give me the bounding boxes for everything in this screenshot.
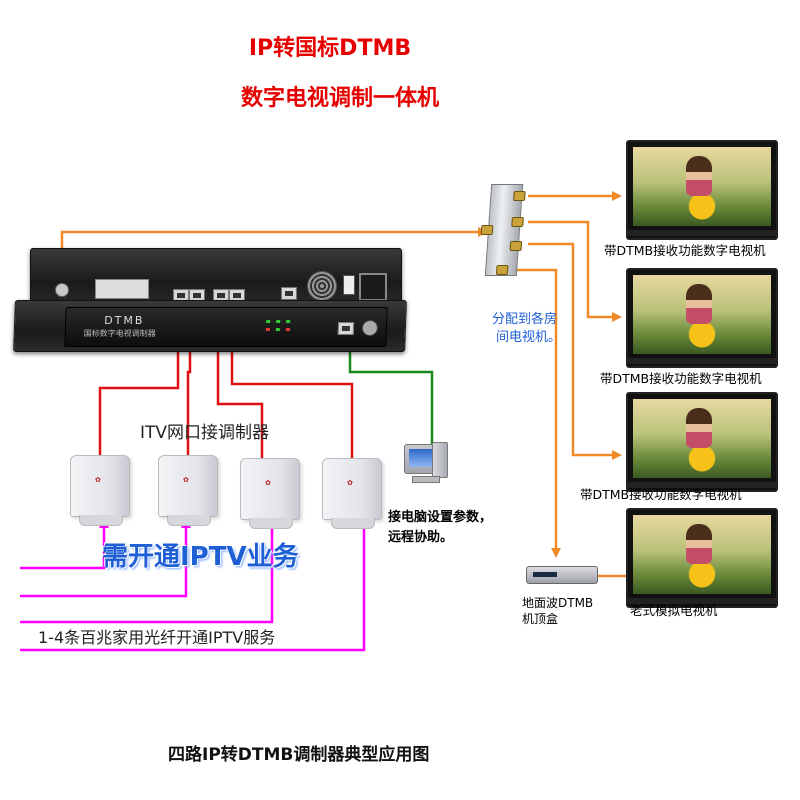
- digital-tv-1: [626, 140, 778, 240]
- tv-base: [628, 482, 776, 488]
- pc-tower-icon: [432, 442, 448, 478]
- tv1-label: 带DTMB接收功能数字电视机: [604, 243, 766, 258]
- iptv-router-1: ✿: [70, 455, 130, 526]
- rf-cable-stb-arrowhead: [551, 548, 561, 558]
- rf-splitter: [480, 184, 526, 276]
- rf-cable-tv2-arrowhead: [612, 312, 622, 322]
- rf-cable-splitter-to-tv2: [528, 220, 612, 319]
- status-led: [286, 320, 291, 323]
- splitter-output-connector: [513, 191, 526, 201]
- status-led: [276, 320, 281, 323]
- power-switch-icon: [343, 275, 355, 295]
- iptv-router-3: ✿: [240, 458, 300, 529]
- tv-base: [628, 358, 776, 364]
- router-stand: [331, 518, 375, 529]
- diagram-title-line1: IP转国标DTMB: [248, 36, 412, 61]
- management-port: [281, 287, 297, 300]
- splitter-input-connector: [480, 225, 494, 235]
- modulator-front-unit: DTMB 国标数字电视调制器: [13, 300, 407, 352]
- splitter-label-line1: 分配到各房: [492, 312, 558, 327]
- brand-logo-icon: ✿: [183, 476, 189, 484]
- tv4-label: 老式模拟电视机: [630, 603, 718, 618]
- modulator-rear-panel: [30, 248, 402, 306]
- diagram-caption: 四路IP转DTMB调制器典型应用图: [168, 745, 430, 765]
- analog-tv: [626, 508, 778, 608]
- fan-icon: [307, 271, 337, 301]
- splitter-output-connector: [495, 265, 509, 275]
- pc-cable: [348, 336, 434, 444]
- lan-port-3: [213, 289, 229, 302]
- fiber-line-3: [20, 525, 274, 624]
- lan-port-label: ITV网口接调制器: [140, 423, 270, 443]
- splitter-output-connector: [511, 217, 524, 227]
- fiber-line-4: [20, 525, 366, 652]
- stb-label-line1: 地面波DTMB: [522, 596, 594, 610]
- dtmb-set-top-box-icon: [526, 566, 598, 584]
- tv3-label: 带DTMB接收功能数字电视机: [580, 487, 742, 502]
- fiber-line-1: [20, 525, 106, 570]
- power-socket-icon: [359, 273, 387, 301]
- rf-cable-splitter-to-stb: [506, 268, 558, 548]
- pc-label-line2: 远程协助。: [388, 530, 454, 545]
- tv-picture-girl-icon: [686, 408, 712, 448]
- fiber-service-label: 1-4条百兆家用光纤开通IPTV服务: [38, 628, 276, 647]
- tv2-label: 带DTMB接收功能数字电视机: [600, 371, 762, 386]
- rf-cable-tv1-arrowhead: [612, 191, 622, 201]
- tv-picture-girl-icon: [686, 524, 712, 564]
- status-led: [265, 328, 270, 331]
- iptv-router-2: ✿: [158, 455, 218, 526]
- digital-tv-3: [626, 392, 778, 492]
- tv-base: [628, 598, 776, 604]
- knob-icon: [361, 320, 379, 336]
- router-stand: [79, 515, 123, 526]
- stb-label-line2: 机顶盒: [522, 612, 559, 626]
- front-subtitle: 国标数字电视调制器: [83, 329, 156, 338]
- rf-out-connector-icon: [55, 283, 69, 297]
- status-led: [285, 328, 290, 331]
- rf-cable-tv3-arrowhead: [612, 450, 622, 460]
- rf-cable-splitter-to-tv3: [528, 242, 612, 457]
- pc-label-line1: 接电脑设置参数，: [388, 510, 493, 525]
- config-port: [337, 322, 355, 335]
- router-stand: [167, 515, 211, 526]
- fiber-line-2: [20, 525, 188, 598]
- router-stand: [249, 518, 293, 529]
- iptv-requirement-label: 需开通IPTV业务: [102, 542, 299, 572]
- digital-tv-2: [626, 268, 778, 368]
- status-led: [266, 320, 271, 323]
- status-led: [275, 328, 280, 331]
- brand-logo-icon: ✿: [347, 479, 353, 487]
- front-brand: DTMB: [103, 314, 145, 327]
- tv-picture-girl-icon: [686, 284, 712, 324]
- splitter-label-line2: 间电视机。: [496, 330, 562, 345]
- diagram-title-line2: 数字电视调制一体机: [240, 86, 439, 111]
- keyboard-icon: [412, 476, 440, 483]
- modulator-front-panel: DTMB 国标数字电视调制器: [64, 307, 388, 347]
- iptv-router-4: ✿: [322, 458, 382, 529]
- tv-picture-girl-icon: [686, 156, 712, 196]
- brand-logo-icon: ✿: [95, 476, 101, 484]
- splitter-output-connector: [509, 241, 523, 251]
- warning-sticker-icon: [95, 279, 149, 299]
- tv-base: [628, 230, 776, 236]
- lan-cable-router3: [216, 306, 264, 460]
- brand-logo-icon: ✿: [265, 479, 271, 487]
